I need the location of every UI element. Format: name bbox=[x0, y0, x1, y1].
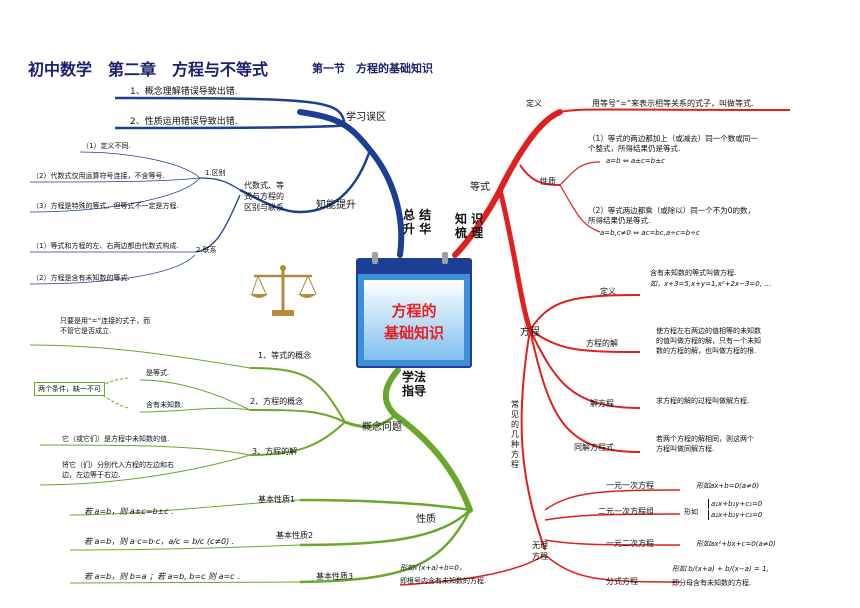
type-linear2-form-a: a₁x+b₁y+c₁=0 bbox=[708, 499, 762, 509]
type-irr-form: 形如√(x+a)+b=0， bbox=[400, 564, 466, 572]
concept-1: 1、等式的概念 bbox=[258, 351, 312, 360]
mistake-item-2: 2、性质运用错误导致出错. bbox=[130, 117, 238, 127]
concept-2-a: 是等式. bbox=[146, 369, 170, 377]
improve-title: 知能提升 bbox=[316, 200, 356, 211]
type-quad: 一元二次方程 bbox=[606, 539, 654, 548]
mistakes-title: 学习误区 bbox=[346, 112, 386, 123]
prop-title: 性质 bbox=[416, 514, 436, 525]
equality-prop-2: （2）等式两边都乘（或除以）同一个不为0的数， 所得结果仍是等式. bbox=[588, 206, 756, 225]
concept-3-note-2: 将它（们）分别代入方程的左边和右 边，左边等于右边. bbox=[62, 461, 174, 479]
type-frac-note: 即分母含有未知数的方程. bbox=[672, 579, 752, 587]
concept-2: 2、方程的概念 bbox=[250, 397, 304, 406]
diff-item-2: （2）代数式仅用运算符号连接，不含等号. bbox=[32, 172, 165, 180]
diff-label: 1.区别 bbox=[205, 169, 226, 177]
branch-summary bbox=[297, 109, 405, 258]
mistake-item-1: 1、概念理解错误导致出错. bbox=[130, 87, 238, 97]
equality-def-text: 用等号“=”来表示相等关系的式子，叫做等式. bbox=[592, 99, 754, 108]
balance-scale-icon bbox=[250, 265, 317, 316]
type-linear1-form: 形如ax+b=0(a≠0) bbox=[696, 482, 760, 490]
concept-3: 3、方程的解 bbox=[252, 447, 298, 456]
equation-same-label: 同解方程式 bbox=[574, 443, 614, 452]
calendar-page bbox=[364, 280, 464, 360]
diff-item-3: （3）方程是特殊的等式，但等式不一定是方程. bbox=[32, 202, 179, 210]
equation-solve-label: 解方程 bbox=[590, 399, 614, 408]
link-label: 2.联系 bbox=[196, 246, 217, 254]
equality-title: 等式 bbox=[470, 182, 490, 193]
type-irr: 无理 方程 bbox=[532, 541, 548, 561]
section-title: 第一节 方程的基础知识 bbox=[312, 62, 433, 75]
equality-prop-label: 性质 bbox=[540, 177, 556, 186]
concept-1-note: 只要是用“=”连接的式子，而 不管它是否成立. bbox=[60, 317, 151, 335]
concept-2-box: 两个条件，缺一不可 bbox=[34, 382, 105, 396]
prop-2-text: 若 a=b，则 a·c=b·c，a/c = b/c (c≠0) . bbox=[84, 537, 235, 546]
page-title: 初中数学 第二章 方程与不等式 bbox=[28, 60, 269, 79]
prop-3-text: 若 a=b，则 b=a ；若 a=b, b=c 则 a=c . bbox=[84, 572, 240, 581]
link-item-1: （1）等式和方程的左、右两边都由代数式构成. bbox=[32, 242, 179, 250]
equality-def-label: 定义 bbox=[526, 99, 542, 108]
branch-mistakes-2 bbox=[114, 123, 346, 130]
equation-title: 方程 bbox=[520, 327, 540, 338]
prop-1: 基本性质1 bbox=[258, 495, 296, 504]
equality-prop-1-formula: a=b ⇔ a±c=b±c bbox=[606, 157, 665, 165]
concept-title: 概念问题 bbox=[362, 422, 402, 433]
equation-sol-label: 方程的解 bbox=[586, 339, 618, 348]
equation-def-text: 含有未知数的等式叫做方程. bbox=[650, 269, 737, 277]
equation-def-label: 定义 bbox=[600, 287, 616, 296]
type-quad-form: 形如ax²+bx+c=0(a≠0) bbox=[696, 540, 776, 548]
concept-3-note-1: 它（或它们）是方程中未知数的值. bbox=[62, 435, 170, 443]
link-item-2: （2）方程是含有未知数的等式. bbox=[32, 274, 130, 282]
prop-2: 基本性质2 bbox=[276, 531, 314, 540]
calendar-ring-icon bbox=[442, 252, 448, 264]
branch-improve bbox=[239, 149, 372, 214]
equation-sol-text: 使方程左右两边的值相等的未知数 的值叫做方程的解，只有一个未知 数的方程的解，也… bbox=[656, 327, 761, 355]
type-irr-note: 即根号内含有未知数的方程. bbox=[400, 577, 487, 585]
type-linear1: 一元一次方程 bbox=[606, 481, 654, 490]
equation-types-label: 常 见 的 几 种 方 程 bbox=[511, 400, 519, 469]
type-frac-form: 形如 b/(x+a) + b/(x−a) = 1, bbox=[672, 565, 769, 573]
center-calendar: 方程的 基础知识 bbox=[356, 258, 472, 368]
equation-same-text: 若两个方程的解相同，则这两个 方程叫做同解方程. bbox=[656, 435, 754, 453]
type-linear2: 二元一次方程组 bbox=[598, 507, 654, 516]
branch-label-method: 学法 指导 bbox=[402, 370, 427, 398]
branch-method bbox=[382, 367, 473, 513]
center-title-line2: 基础知识 bbox=[383, 324, 444, 342]
improve-topic: 代数式、等 式与方程的 区别与联系 bbox=[244, 181, 284, 212]
equation-def-example: 如，x+3=5,x+y=1,x²+2x−3=0, … bbox=[650, 280, 772, 288]
type-linear2-form-b: a₂x+b₂y+c₂=0 bbox=[708, 510, 762, 520]
diff-item-1: （1）定义不同. bbox=[82, 142, 131, 150]
equality-prop-2-formula: a=b,c≠0 ⇔ ac=bc,a÷c=b÷c bbox=[600, 229, 700, 237]
type-frac: 分式方程 bbox=[606, 577, 638, 586]
concept-2-b: 含有未知数. bbox=[146, 401, 184, 409]
type-linear2-prefix: 形如 bbox=[684, 508, 698, 516]
branch-label-summary: 总 结 升 华 bbox=[403, 208, 432, 236]
calendar-ring-icon bbox=[372, 252, 378, 264]
center-title-line1: 方程的 bbox=[391, 302, 437, 320]
branch-mistakes bbox=[114, 96, 347, 126]
equality-prop-1: （1）等式的两边都加上（或减去）同一个数或同一 个整式，所得结果仍是等式. bbox=[588, 134, 758, 153]
prop-1-text: 若 a=b，则 a±c=b±c . bbox=[84, 507, 174, 516]
branch-label-knowledge: 知 识 梳 理 bbox=[455, 212, 484, 240]
equation-solve-text: 求方程的解的过程叫做解方程. bbox=[656, 397, 750, 405]
prop-3: 基本性质3 bbox=[316, 572, 354, 581]
